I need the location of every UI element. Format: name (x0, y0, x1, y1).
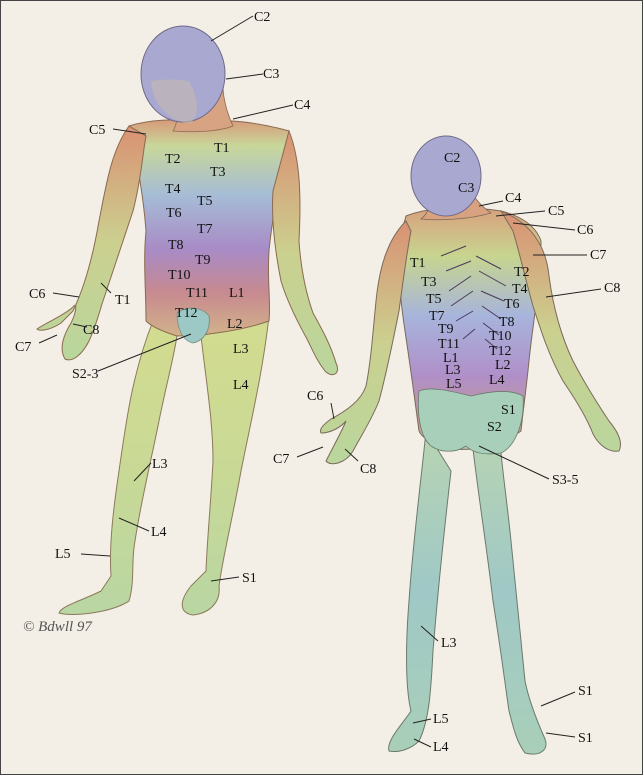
front-label-c5: C5 (89, 123, 105, 138)
front-label-t12: T12 (175, 306, 198, 321)
front-label-t1: T1 (214, 141, 230, 156)
back-label-c8: C8 (604, 281, 620, 296)
back-label-c5: C5 (548, 204, 564, 219)
front-label-t2: T2 (165, 152, 181, 167)
back-label-c6-hand: C6 (307, 389, 323, 404)
front-label-t7: T7 (197, 222, 213, 237)
front-label-c4: C4 (294, 98, 310, 113)
back-label-t11: T11 (438, 337, 460, 352)
back-label-l5: L5 (446, 377, 462, 392)
back-label-l3: L3 (445, 363, 461, 378)
front-label-t9: T9 (195, 253, 211, 268)
front-label-t11: T11 (186, 286, 208, 301)
back-label-s2: S2 (487, 420, 502, 435)
back-label-s1: S1 (501, 403, 516, 418)
back-label-c7: C7 (590, 248, 606, 263)
back-label-t8: T8 (499, 315, 515, 330)
front-left-arm (272, 131, 337, 375)
back-label-s1-heel: S1 (578, 684, 593, 699)
front-label-c3: C3 (263, 67, 279, 82)
front-label-l4-leg: L4 (151, 525, 167, 540)
front-label-c7: C7 (15, 340, 31, 355)
front-label-t3: T3 (210, 165, 226, 180)
front-label-c6: C6 (29, 287, 45, 302)
back-label-t4: T4 (512, 282, 528, 297)
back-label-l4-foot: L4 (433, 740, 449, 755)
artist-signature: © Bdwll 97 (23, 619, 93, 635)
back-head (411, 136, 481, 216)
back-figure (320, 136, 620, 754)
front-label-l3-leg: L3 (152, 457, 168, 472)
back-label-c8-hand: C8 (360, 462, 376, 477)
back-label-t5: T5 (426, 292, 442, 307)
front-label-c2: C2 (254, 10, 270, 25)
back-label-t9: T9 (438, 322, 454, 337)
front-label-l3-thigh: L3 (233, 342, 249, 357)
back-label-c6: C6 (577, 223, 593, 238)
back-label-l4: L4 (489, 373, 505, 388)
back-left-leg (389, 431, 451, 752)
back-label-c7-hand: C7 (273, 452, 289, 467)
front-label-t8: T8 (168, 238, 184, 253)
back-label-s3-5: S3-5 (552, 473, 578, 488)
front-label-t1-arm: T1 (115, 293, 131, 308)
front-label-l2: L2 (227, 317, 243, 332)
back-buttocks (418, 389, 523, 454)
front-label-l1: L1 (229, 286, 245, 301)
front-face (151, 80, 197, 124)
back-label-t12: T12 (489, 344, 512, 359)
front-label-t6: T6 (166, 206, 182, 221)
back-label-t1: T1 (410, 256, 426, 271)
front-label-t10: T10 (168, 268, 191, 283)
front-label-t4: T4 (165, 182, 181, 197)
back-label-c4: C4 (505, 191, 521, 206)
front-label-s2-3: S2-3 (72, 367, 98, 382)
back-label-s1-foot: S1 (578, 731, 593, 746)
front-label-s1: S1 (242, 571, 257, 586)
front-label-l4-thigh: L4 (233, 378, 249, 393)
back-label-l3-leg: L3 (441, 636, 457, 651)
front-label-c8: C8 (83, 323, 99, 338)
back-label-c3: C3 (458, 181, 474, 196)
back-label-l5-foot: L5 (433, 712, 449, 727)
back-label-c2: C2 (444, 151, 460, 166)
back-label-t6: T6 (504, 297, 520, 312)
back-label-t10: T10 (489, 329, 512, 344)
front-label-t5: T5 (197, 194, 213, 209)
back-label-t2: T2 (514, 265, 530, 280)
back-right-leg (471, 431, 546, 754)
front-label-l5: L5 (55, 547, 71, 562)
back-label-l2: L2 (495, 358, 511, 373)
back-left-arm (320, 221, 411, 464)
back-label-t3: T3 (421, 275, 437, 290)
